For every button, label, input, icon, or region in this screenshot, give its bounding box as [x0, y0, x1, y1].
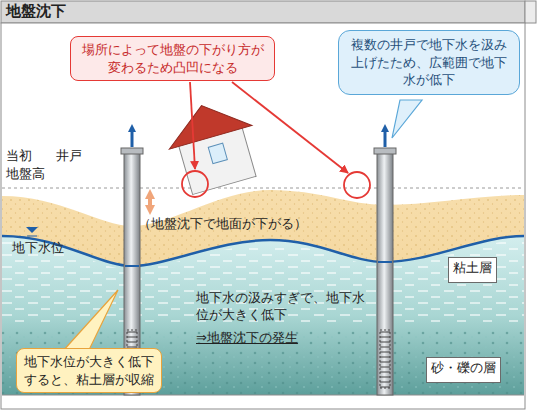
- node-text: 場所によって地盤の下がり方が変わるため凸凹になる: [79, 41, 266, 76]
- note-label: （地盤沈下で地面が下がる）: [138, 216, 307, 233]
- node-text: 複数の井戸で地下水を汲み上げたため、広範囲で地下水が低下: [347, 36, 511, 89]
- figure-title: 地盤沈下: [6, 2, 66, 21]
- red-callout: 場所によって地盤の下がり方が変わるため凸凹になる: [70, 36, 275, 81]
- well-label: 井戸: [56, 148, 82, 165]
- node-text: 地下水位が大きく低下すると、粘土層が収縮: [24, 353, 154, 388]
- blue-callout: 複数の井戸で地下水を汲み上げたため、広範囲で地下水が低下: [338, 30, 520, 95]
- yellow-callout: 地下水位が大きく低下すると、粘土層が収縮: [16, 348, 162, 393]
- node-text: 砂・礫の層: [431, 359, 496, 377]
- layer-label: 粘土層: [448, 257, 497, 283]
- result-label: ⇒地盤沈下の発生: [196, 330, 298, 347]
- cause-label: 地下水の汲みすぎで、地下水位が大きく低下: [196, 290, 366, 324]
- layer-label: 砂・礫の層: [426, 357, 501, 383]
- water-level-label: 地下水位: [12, 240, 64, 257]
- ground-label: 当初: [6, 148, 32, 165]
- node-text: 粘土層: [453, 259, 492, 277]
- ground-label: 地盤高: [6, 166, 45, 183]
